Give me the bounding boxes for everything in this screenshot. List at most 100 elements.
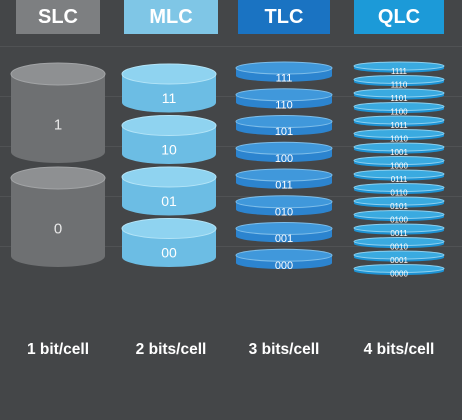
slc-cell: 0 [10,166,106,267]
qlc-cell: 0010 [353,237,445,252]
tlc-cell-top [235,88,333,102]
qlc-cell: 1011 [353,115,445,130]
tlc-cell-top [235,115,333,128]
tlc-cell-top [235,168,333,182]
qlc-cell-top [353,223,445,233]
slc-cell-body [11,74,105,163]
tlc-stack: 111 110 101 100 011 010 001 000 [235,61,333,272]
qlc-cell-value: 0011 [390,229,408,238]
qlc-cell: 0011 [353,223,445,238]
qlc-cell-top [353,196,445,206]
mlc-stack: 11 10 01 00 [121,63,217,267]
qlc-cell: 0100 [353,210,445,225]
qlc-cell-top [353,169,445,179]
qlc-cell-top [353,183,445,192]
mlc-cell: 10 [121,115,217,164]
qlc-cell-top [353,129,445,138]
qlc-cell-value: 1111 [391,67,408,76]
slc-cell-value: 1 [54,116,62,133]
mlc-cell-value: 11 [162,90,177,106]
tlc-cell: 010 [235,195,333,218]
qlc-cell-value: 1001 [390,148,408,157]
qlc-cell: 1111 [353,61,445,76]
mlc-cell-body [122,74,216,113]
tlc-cell-value: 000 [275,260,293,272]
mlc-cell-top [121,63,217,85]
slc-cell: 1 [10,62,106,163]
qlc-cell: 1100 [353,102,445,117]
tlc-cell-value: 110 [275,99,293,111]
qlc-cell-value: 0110 [390,189,408,198]
background-gridline [0,96,462,97]
qlc-cell: 0001 [353,250,445,265]
tlc-cell-top [235,248,333,262]
qlc-cell-value: 0000 [390,270,408,279]
qlc-cell-value: 0010 [390,243,408,252]
qlc-cell-top [353,102,445,111]
mlc-cell-top [121,218,217,239]
qlc-cell-top [353,264,445,273]
slc-label: SLC [16,0,100,34]
slc-cell-top [10,62,106,86]
mlc-cell-body [122,228,216,267]
qlc-cell: 1110 [353,75,445,90]
tlc-cell-top [235,195,333,209]
qlc-cell-value: 0101 [390,202,408,211]
mlc-cell: 01 [121,166,217,216]
qlc-cell-top [353,88,445,98]
mlc-cell-body [122,177,216,216]
tlc-cell-top [235,141,333,155]
qlc-cell-top [353,75,445,84]
tlc-cell-top [235,61,333,75]
qlc-cell: 1101 [353,88,445,103]
qlc-label: QLC [354,0,444,34]
qlc-cell-top [353,156,445,165]
slc-cell-body [11,178,105,267]
qlc-cell-top [353,210,445,219]
qlc-cell: 0110 [353,183,445,198]
cylinder-stacks: 1011100100111110101100011010001000111111… [10,61,445,279]
slc-caption: 1 bit/cell [26,341,90,358]
qlc-cell-value: 0100 [390,216,408,225]
qlc-cell-value: 1011 [390,121,408,130]
qlc-cell: 1001 [353,142,445,157]
mlc-cell-value: 01 [161,193,177,209]
background-gridline [0,246,462,247]
tlc-cell: 111 [235,61,333,85]
qlc-cell: 0101 [353,196,445,211]
mlc-label: MLC [124,0,218,34]
tlc-cell: 001 [235,222,333,245]
mlc-caption: 2 bits/cell [135,341,207,358]
tlc-cell-value: 011 [275,180,293,192]
background-gridline [0,196,462,197]
qlc-cell-value: 1100 [390,108,408,117]
mlc-cell-body [122,125,216,164]
tlc-cell: 101 [235,115,333,138]
tlc-cell-value: 101 [275,126,293,138]
qlc-cell: 0000 [353,264,445,279]
background-gridline [0,46,462,47]
qlc-cell-value: 1110 [391,81,408,90]
tlc-caption: 3 bits/cell [248,341,320,358]
qlc-cell: 1000 [353,156,445,171]
tlc-cell: 110 [235,88,333,111]
qlc-cell-top [353,61,445,71]
qlc-cell-value: 1010 [390,135,408,144]
background-gridline [0,146,462,147]
qlc-cell-top [353,250,445,260]
mlc-cell: 00 [121,218,217,267]
tlc-cell-top [235,222,333,235]
tlc-cell-value: 001 [275,233,293,245]
qlc-cell-top [353,142,445,152]
mlc-cell-value: 10 [161,142,177,158]
qlc-cell: 0111 [353,169,445,184]
qlc-cell: 1010 [353,129,445,144]
tlc-label: TLC [238,0,330,34]
tlc-cell-value: 100 [275,153,293,165]
tlc-cell-value: 111 [276,73,293,85]
slc-cell-value: 0 [54,220,62,237]
mlc-cell-top [121,166,217,188]
qlc-cell-value: 1000 [390,162,408,171]
